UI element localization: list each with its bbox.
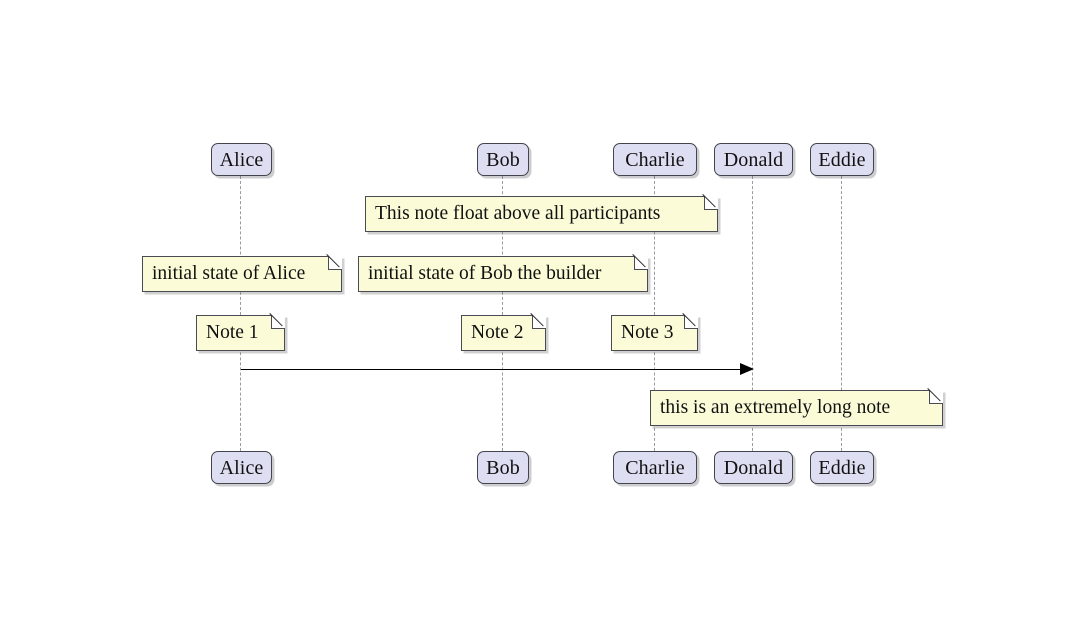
note-folded-corner-icon [684,315,698,329]
lifeline-eddie [841,176,843,451]
participant-label: Donald [723,456,784,479]
arrowhead-icon [740,363,754,375]
note-text: this is an extremely long note [660,397,891,419]
note-float-above[interactable]: This note float above all participants [365,196,718,232]
participant-alice-top[interactable]: Alice [211,143,272,176]
participant-charlie-top[interactable]: Charlie [613,143,697,176]
participant-eddie-top[interactable]: Eddie [810,143,874,176]
participant-label: Eddie [818,456,866,479]
note-initial-bob[interactable]: initial state of Bob the builder [358,256,648,292]
participant-label: Donald [723,148,784,171]
lifeline-bob [502,176,504,451]
note-folded-corner-icon [929,390,943,404]
participant-charlie-bottom[interactable]: Charlie [613,451,697,484]
lifeline-donald [752,176,754,451]
participant-label: Alice [219,456,264,479]
note-3[interactable]: Note 3 [611,315,698,351]
note-folded-corner-icon [532,315,546,329]
participant-donald-bottom[interactable]: Donald [714,451,793,484]
note-text: This note float above all participants [375,203,661,225]
note-text: Note 1 [206,322,259,344]
participant-label: Bob [486,456,520,479]
note-folded-corner-icon [271,315,285,329]
note-folded-corner-icon [634,256,648,270]
participant-label: Eddie [818,148,866,171]
note-text: Note 3 [621,322,674,344]
note-text: initial state of Bob the builder [368,263,602,285]
note-text: Note 2 [471,322,524,344]
lifeline-alice [240,176,242,451]
note-folded-corner-icon [328,256,342,270]
participant-eddie-bottom[interactable]: Eddie [810,451,874,484]
message-line [241,369,741,370]
note-2[interactable]: Note 2 [461,315,546,351]
participant-bob-top[interactable]: Bob [477,143,529,176]
note-1[interactable]: Note 1 [196,315,285,351]
note-initial-alice[interactable]: initial state of Alice [142,256,342,292]
participant-bob-bottom[interactable]: Bob [477,451,529,484]
participant-alice-bottom[interactable]: Alice [211,451,272,484]
participant-donald-top[interactable]: Donald [714,143,793,176]
note-folded-corner-icon [704,196,718,210]
note-long[interactable]: this is an extremely long note [650,390,943,426]
lifeline-charlie [654,176,656,451]
participant-label: Bob [486,148,520,171]
participant-label: Charlie [625,456,685,479]
participant-label: Charlie [625,148,685,171]
participant-label: Alice [219,148,264,171]
note-text: initial state of Alice [152,263,306,285]
